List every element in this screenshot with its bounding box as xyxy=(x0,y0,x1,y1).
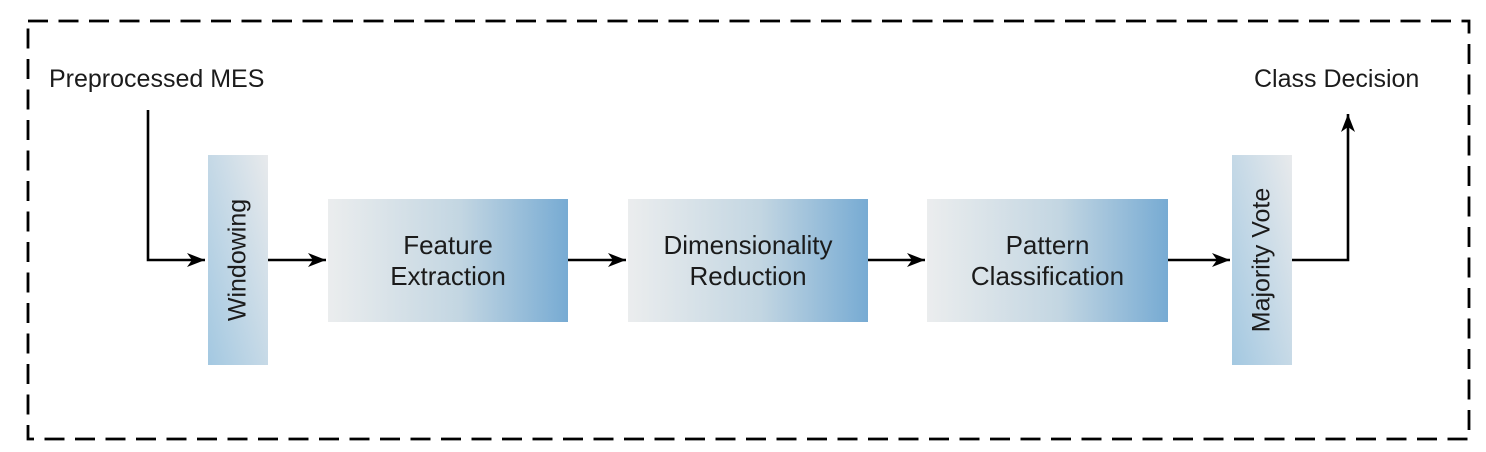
stage-box-dimensionality-reduction: Dimensionality Reduction xyxy=(628,199,868,322)
stage-box-feature-extraction: Feature Extraction xyxy=(328,199,568,322)
stage-label-dimensionality-reduction: Dimensionality Reduction xyxy=(663,229,833,291)
stage-label-windowing: Windowing xyxy=(223,198,252,322)
stage-label-majority-vote: Majority Vote xyxy=(1247,187,1276,333)
arrow-majority-vote-to-output xyxy=(1292,114,1355,262)
arrow-input-to-windowing xyxy=(146,110,205,267)
stage-label-feature-extraction: Feature Extraction xyxy=(390,229,506,291)
dashed-boundary xyxy=(26,19,1471,441)
stage-box-pattern-classification: Pattern Classification xyxy=(927,199,1168,322)
stage-box-majority-vote: Majority Vote xyxy=(1232,155,1292,365)
stage-box-windowing: Windowing xyxy=(208,155,268,365)
output-label: Class Decision xyxy=(1254,65,1420,93)
stage-label-pattern-classification: Pattern Classification xyxy=(970,229,1125,291)
input-label: Preprocessed MES xyxy=(49,65,265,93)
